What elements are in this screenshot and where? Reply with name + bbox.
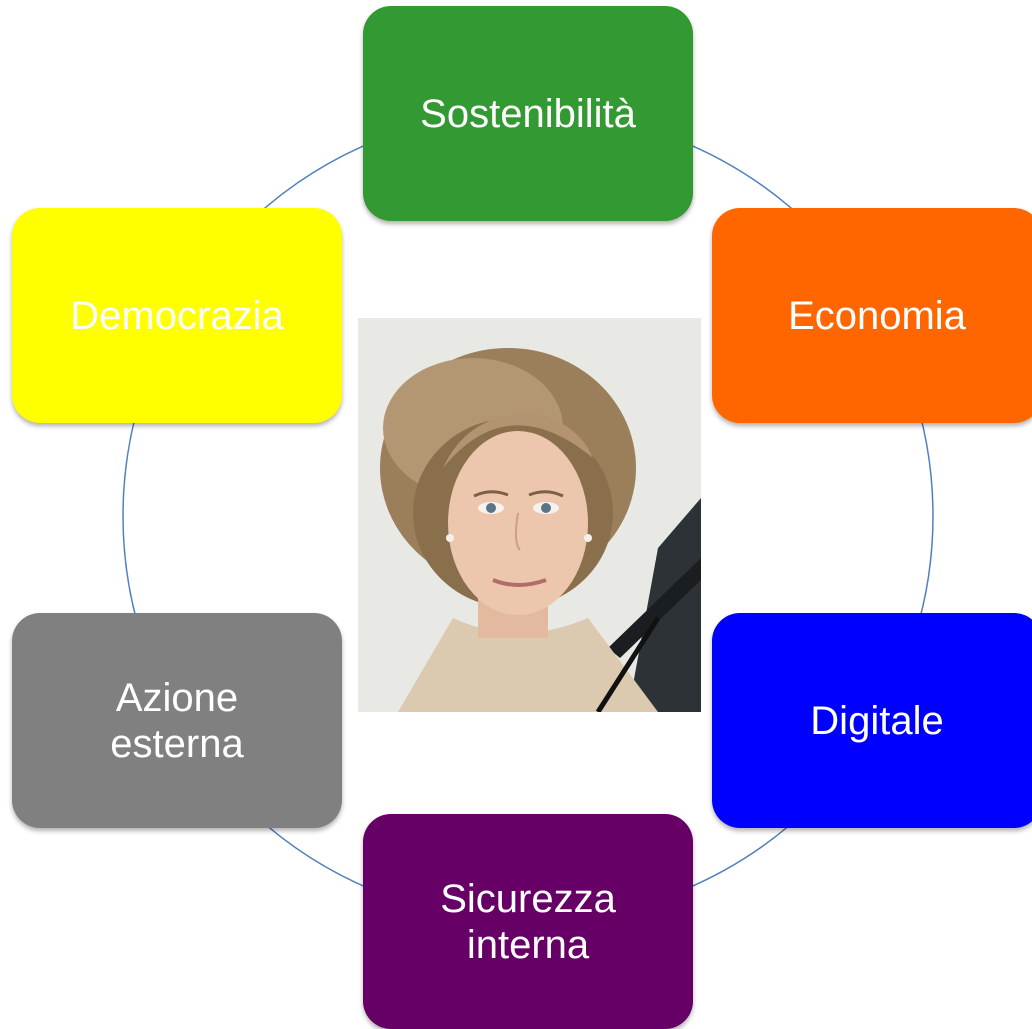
- node-digitale-label: Digitale: [810, 698, 944, 743]
- portrait-photo: [358, 318, 701, 712]
- node-azione-esterna-label: Azione esterna: [110, 675, 244, 766]
- node-sostenibilita-label: Sostenibilità: [420, 91, 636, 136]
- node-democrazia-label: Democrazia: [70, 293, 284, 338]
- node-democrazia: Democrazia: [12, 208, 342, 423]
- node-digitale: Digitale: [712, 613, 1032, 828]
- node-economia-label: Economia: [788, 293, 966, 338]
- node-sicurezza-interna: Sicurezza interna: [363, 814, 693, 1029]
- node-sostenibilita: Sostenibilità: [363, 6, 693, 221]
- node-economia: Economia: [712, 208, 1032, 423]
- node-azione-esterna: Azione esterna: [12, 613, 342, 828]
- node-sicurezza-interna-label: Sicurezza interna: [440, 876, 616, 967]
